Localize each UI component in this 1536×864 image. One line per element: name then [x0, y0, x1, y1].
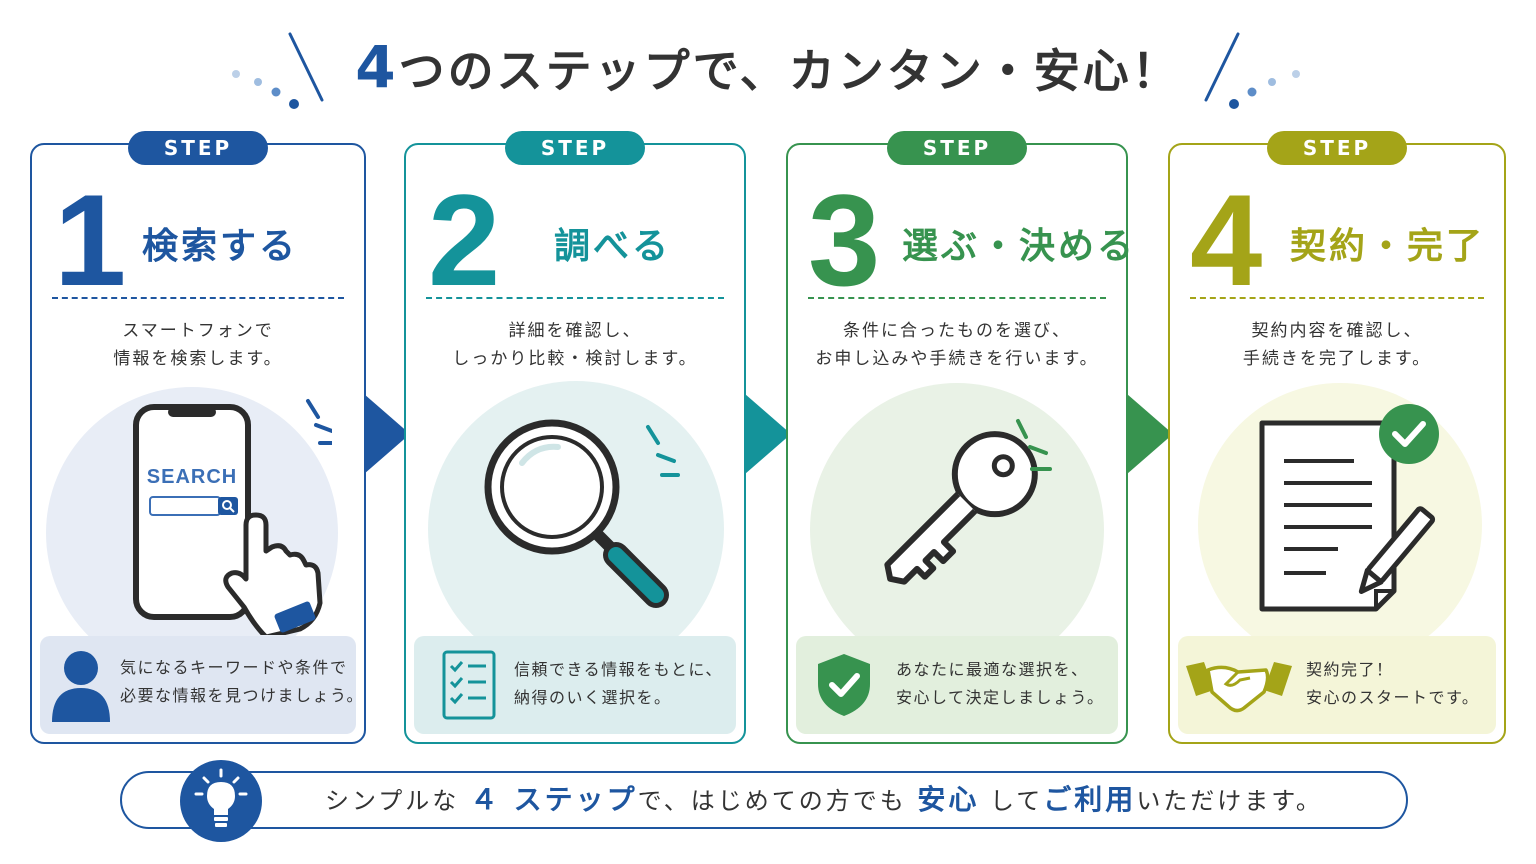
step-desc-4: 契約内容を確認し、 手続きを完了します。	[1170, 317, 1504, 373]
step-pill-2: STEP	[505, 131, 645, 165]
step-note-2: 信頼できる情報をもとに、 納得のいく選択を。	[414, 636, 736, 734]
page-title: 4つのステップで、カンタン・安心！	[0, 22, 1536, 116]
sparkle-deco-right-icon	[1204, 32, 1300, 109]
step-desc-4-line-1: 契約内容を確認し、	[1251, 321, 1423, 341]
step-divider-3	[808, 297, 1106, 299]
footer-banner	[120, 771, 1408, 829]
key-icon	[884, 419, 1052, 585]
step-pill-4: STEP	[1267, 131, 1407, 165]
step-number-1: 1	[54, 167, 127, 313]
step-note-1-line-1: 気になるキーワードや条件で	[120, 658, 348, 677]
step-note-3-line-1: あなたに最適な選択を、	[896, 660, 1089, 679]
sparkle-deco-left-icon	[232, 32, 324, 109]
step-desc-2: 詳細を確認し、 しっかり比較・検討します。	[406, 317, 744, 373]
lightbulb-icon	[194, 768, 248, 827]
page-title-number: 4	[355, 33, 399, 101]
checklist-icon	[442, 650, 496, 720]
step-note-2-line-1: 信頼できる情報をもとに、	[514, 660, 723, 679]
footer-text-1: シンプルな	[325, 787, 460, 815]
contract-check-icon	[1259, 404, 1439, 612]
footer-text-four-steps: ４ ステップ	[469, 783, 638, 816]
step-desc-3: 条件に合ったものを選び、 お申し込みや手続きを行います。	[788, 317, 1126, 373]
step-note-text-2: 信頼できる情報をもとに、 納得のいく選択を。	[514, 656, 723, 712]
page-title-text: つのステップで、カンタン・安心！	[398, 44, 1181, 98]
page-header: 4つのステップで、カンタン・安心！	[0, 22, 1536, 112]
footer-text-3: で、はじめての方でも	[637, 787, 907, 815]
step-pill-3: STEP	[887, 131, 1027, 165]
step-note-3-line-2: 安心して決定しましょう。	[896, 688, 1105, 707]
smartphone-search-icon: SEARCH	[133, 399, 332, 635]
step-card-1: STEP 1 検索する スマートフォンで 情報を検索します。 SEARCH 気に…	[30, 131, 366, 744]
step-note-4-line-2: 安心のスタートです。	[1306, 688, 1480, 707]
footer-text-anshin: 安心	[917, 783, 980, 816]
step-number-3: 3	[808, 167, 881, 313]
handshake-icon	[1186, 662, 1292, 713]
step-note-3: あなたに最適な選択を、 安心して決定しましょう。	[796, 636, 1118, 734]
search-word: SEARCH	[147, 466, 237, 488]
step-card-2: STEP 2 調べる 詳細を確認し、 しっかり比較・検討します。 信頼できる情報…	[404, 131, 746, 744]
footer-text-7: いただけます。	[1136, 787, 1323, 815]
step-divider-2	[426, 297, 724, 299]
step-note-4-line-1: 契約完了！	[1306, 660, 1394, 679]
step-note-text-1: 気になるキーワードや条件で 必要な情報を見つけましょう。	[120, 654, 364, 710]
step-desc-3-line-2: お申し込みや手続きを行います。	[815, 349, 1099, 369]
step-divider-1	[52, 297, 344, 299]
step-number-4: 4	[1190, 167, 1263, 313]
arrow-right-1-icon	[364, 394, 410, 474]
footer-text-5: して	[990, 787, 1044, 815]
step-card-4: STEP 4 契約・完了 契約内容を確認し、 手続きを完了します。 契約完了！	[1168, 131, 1506, 744]
footer-text-goriyou: ご利用	[1043, 783, 1137, 816]
step-desc-1-line-1: スマートフォンで	[122, 321, 274, 341]
step-desc-3-line-1: 条件に合ったものを選び、	[843, 321, 1071, 341]
step-number-2: 2	[428, 167, 501, 313]
step-note-2-line-2: 納得のいく選択を。	[514, 688, 672, 707]
step-note-1: 気になるキーワードや条件で 必要な情報を見つけましょう。	[40, 636, 363, 734]
user-icon	[52, 651, 110, 722]
step-title-3: 選ぶ・決める	[902, 226, 1137, 267]
step-note-4: 契約完了！ 安心のスタートです。	[1178, 636, 1496, 734]
step-note-text-3: あなたに最適な選択を、 安心して決定しましょう。	[896, 656, 1105, 712]
step-title-4: 契約・完了	[1290, 226, 1486, 267]
arrow-right-2-icon	[745, 394, 791, 474]
magnifier-icon	[484, 419, 680, 608]
step-title-1: 検索する	[142, 226, 299, 267]
step-desc-1: スマートフォンで 情報を検索します。	[32, 317, 364, 373]
footer-message: シンプルな ４ ステップで、はじめての方でも 安心 してご利用いただけます。	[325, 771, 1323, 829]
step-desc-2-line-2: しっかり比較・検討します。	[452, 349, 698, 369]
step-card-3: STEP 3 選ぶ・決める 条件に合ったものを選び、 お申し込みや手続きを行いま…	[786, 131, 1133, 744]
step-pill-1: STEP	[128, 131, 268, 165]
step-divider-4	[1190, 297, 1484, 299]
step-desc-2-line-1: 詳細を確認し、	[508, 321, 642, 341]
footer-bulb-badge	[180, 760, 262, 842]
step-note-1-line-2: 必要な情報を見つけましょう。	[120, 686, 365, 705]
step-title-2: 調べる	[554, 226, 672, 267]
shield-check-icon	[818, 654, 870, 716]
step-desc-4-line-2: 手続きを完了します。	[1242, 349, 1432, 369]
step-desc-1-line-2: 情報を検索します。	[113, 349, 283, 369]
step-note-text-4: 契約完了！ 安心のスタートです。	[1306, 656, 1479, 712]
arrow-right-3-icon	[1127, 394, 1173, 474]
